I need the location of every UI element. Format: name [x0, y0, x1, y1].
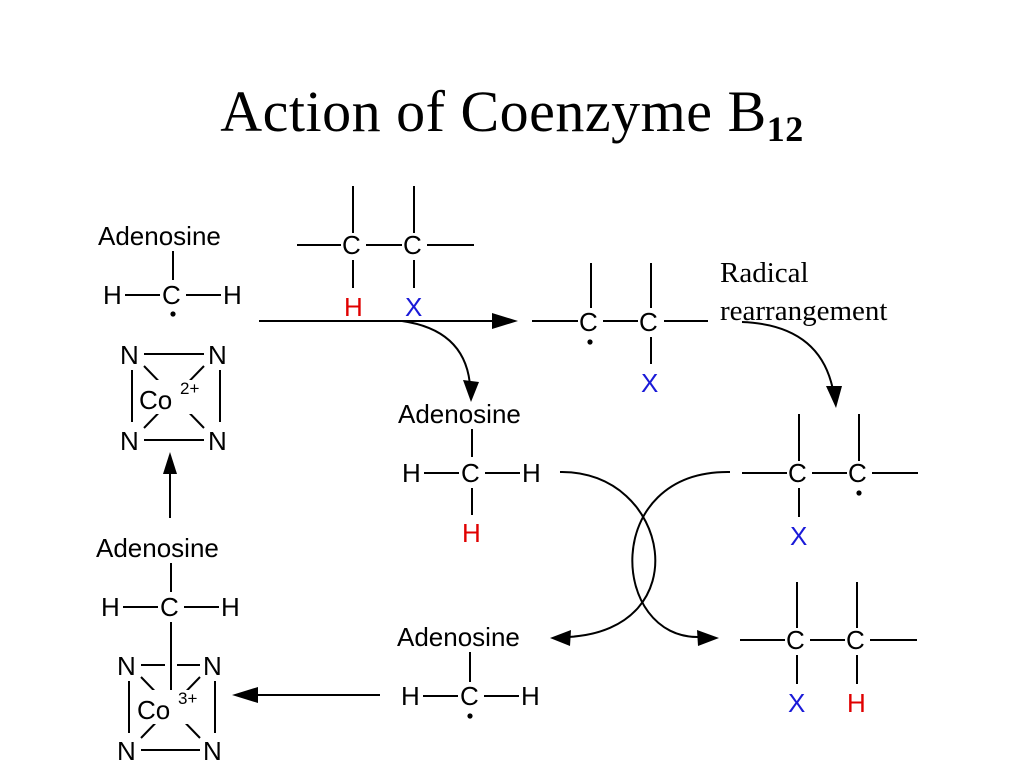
h-abstraction-arrow — [259, 313, 518, 402]
c-atom: C — [403, 230, 422, 260]
x-substituent: X — [790, 521, 807, 551]
substrate-top: C C H X — [297, 186, 474, 322]
co-atom: Co — [139, 385, 172, 415]
n-atom: N — [117, 651, 136, 681]
radical-dot — [170, 311, 176, 317]
n-atom: N — [120, 426, 139, 456]
n-atom: N — [117, 736, 136, 766]
radical-dot — [467, 713, 473, 719]
cobalt-3plus-complex: N N N N Co 3+ — [117, 651, 222, 766]
co-atom: Co — [137, 695, 170, 725]
co-charge-3plus: 3+ — [178, 689, 197, 708]
co-charge-2plus: 2+ — [180, 379, 199, 398]
n-atom: N — [203, 736, 222, 766]
h-transfer-arrows — [550, 470, 731, 646]
adenosyl-radical-top-left: Adenosine H C H — [98, 221, 242, 317]
c-atom: C — [460, 681, 479, 711]
c-atom: C — [846, 625, 865, 655]
h-atom-highlighted: H — [462, 518, 481, 548]
n-atom: N — [120, 340, 139, 370]
adenosine-label: Adenosine — [98, 221, 221, 251]
h-atom: H — [221, 592, 240, 622]
recombination-arrow — [232, 687, 380, 703]
h-atom: H — [101, 592, 120, 622]
h-atom: H — [521, 681, 540, 711]
title-subscript: 12 — [766, 109, 804, 149]
c-atom: C — [786, 625, 805, 655]
substrate-radical: C C X — [532, 263, 708, 398]
adenosyl-cobalamin: Adenosine H C H — [96, 533, 240, 692]
h-atom: H — [223, 280, 242, 310]
rearranged-radical: C C X — [742, 414, 918, 551]
h-atom-highlighted: H — [344, 292, 363, 322]
n-atom: N — [208, 426, 227, 456]
h-atom: H — [402, 458, 421, 488]
c-atom: C — [639, 307, 658, 337]
adenosine-label: Adenosine — [398, 399, 521, 429]
x-substituent: X — [788, 688, 805, 718]
homolysis-arrow — [163, 452, 177, 518]
c-atom: C — [342, 230, 361, 260]
adenosine-label: Adenosine — [96, 533, 219, 563]
h-atom: H — [522, 458, 541, 488]
c-atom: C — [579, 307, 598, 337]
product: C C X H — [740, 582, 917, 718]
page-title: Action of Coenzyme B12 — [220, 79, 804, 149]
c-atom: C — [162, 280, 181, 310]
h-atom-highlighted: H — [847, 688, 866, 718]
radical-dot — [587, 339, 593, 345]
x-substituent: X — [641, 368, 658, 398]
cobalt-2plus-complex: N N N N Co 2+ — [120, 340, 227, 456]
radical-rearrangement: Radical rearrangement — [720, 257, 887, 408]
c-atom: C — [160, 592, 179, 622]
n-atom: N — [208, 340, 227, 370]
c-atom: C — [788, 458, 807, 488]
c-atom: C — [461, 458, 480, 488]
c-atom: C — [848, 458, 867, 488]
x-substituent: X — [405, 292, 422, 322]
radical-dot — [856, 490, 862, 496]
adenosyl-radical-bottom: Adenosine H C H — [397, 622, 540, 719]
deoxyadenosine-middle: Adenosine H C H H — [398, 399, 541, 548]
h-atom: H — [401, 681, 420, 711]
h-atom: H — [103, 280, 122, 310]
n-atom: N — [203, 651, 222, 681]
adenosine-label: Adenosine — [397, 622, 520, 652]
rearrangement-label-line1: Radical — [720, 257, 809, 289]
